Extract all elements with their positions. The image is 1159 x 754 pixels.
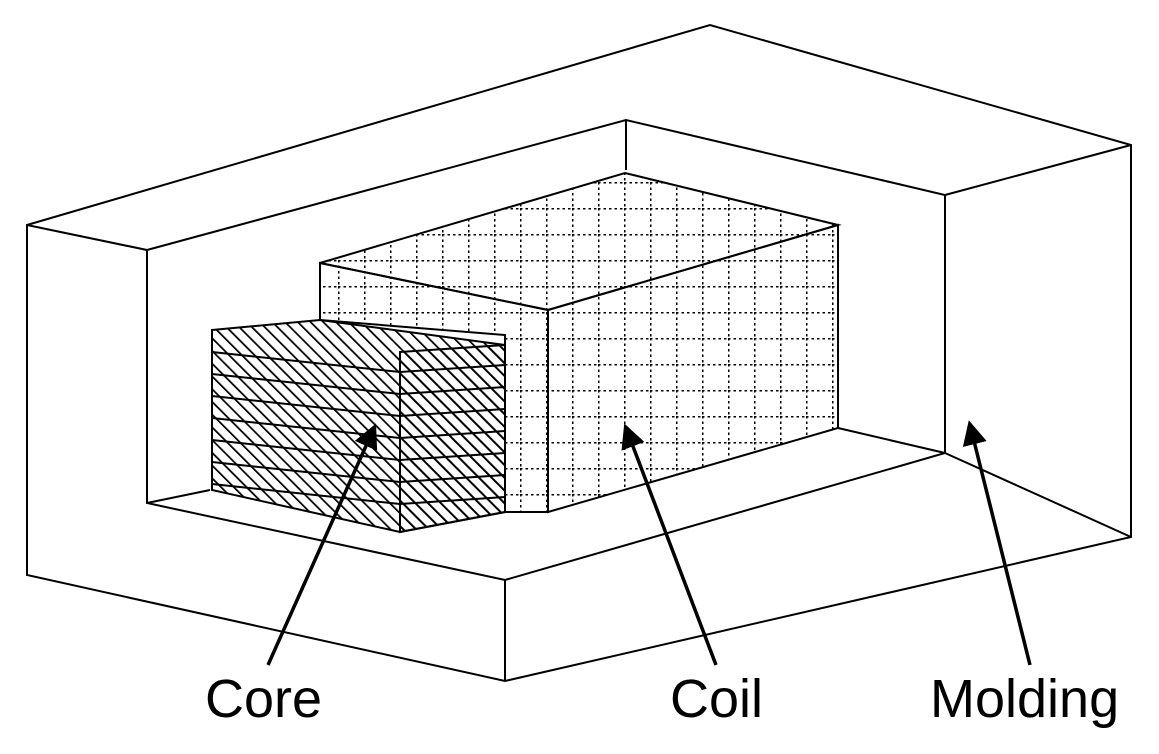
molding-label: Molding bbox=[930, 669, 1120, 729]
molding-arrow bbox=[962, 420, 1032, 666]
coil-label: Coil bbox=[670, 669, 764, 729]
core-label: Core bbox=[205, 669, 323, 729]
molding-edge bbox=[944, 452, 1132, 538]
core-arrow bbox=[266, 423, 378, 666]
coil-arrow bbox=[621, 423, 718, 666]
molding-floor-edge bbox=[146, 489, 211, 504]
molding-edge bbox=[944, 144, 1132, 196]
core-stack bbox=[211, 318, 506, 534]
molding-edge bbox=[26, 224, 148, 251]
molding-floor-edge bbox=[837, 427, 946, 454]
coil-block bbox=[319, 171, 842, 514]
core-laminations bbox=[211, 351, 506, 506]
